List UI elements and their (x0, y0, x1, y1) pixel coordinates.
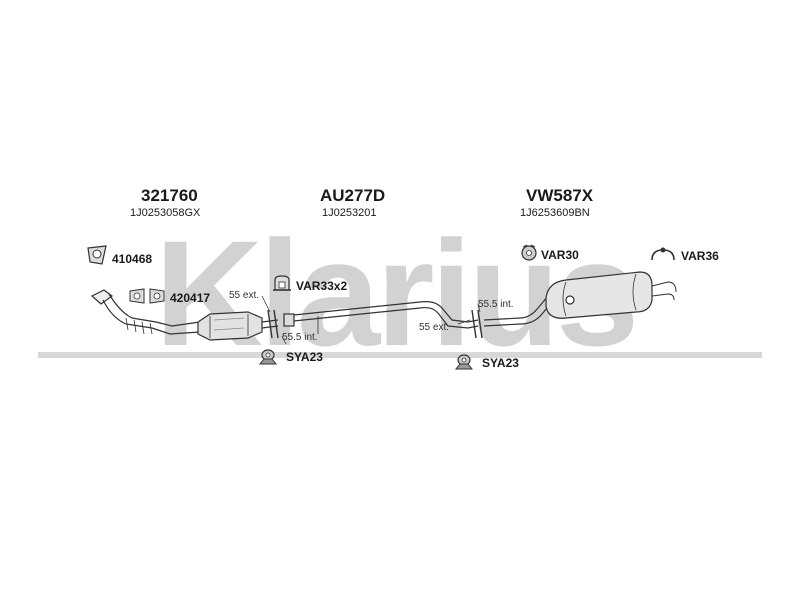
front-pipe-drawing (90, 289, 201, 335)
section-2-part-number: AU277D (320, 186, 386, 205)
section-3-oem-number: 1J6253609BN (520, 207, 590, 219)
dimension-front-int: 55.5 int. (282, 332, 318, 343)
accessory-410468-label: 410468 (112, 252, 153, 266)
rear-silencer-drawing (483, 271, 677, 327)
section-1-part-number: 321760 (141, 186, 198, 205)
accessory-var33x2-label: VAR33x2 (296, 279, 348, 293)
hanger-icon (521, 244, 537, 261)
dimension-rear-int: 55.5 int. (478, 299, 514, 310)
dimension-front-ext: 55 ext. (229, 290, 260, 301)
clamp-icon (273, 275, 291, 291)
flange-gasket-pair-icon (129, 288, 165, 304)
rubber-mount-icon (454, 354, 474, 370)
accessory-420417-label: 420417 (170, 291, 211, 305)
middle-pipe-drawing (283, 301, 469, 334)
section-1-oem-number: 1J0253058GX (130, 207, 201, 219)
accessory-var30-label: VAR30 (541, 248, 579, 262)
accessory-var36-label: VAR36 (681, 249, 719, 263)
gasket-icon (87, 245, 107, 265)
catalytic-converter-drawing (197, 311, 263, 341)
hook-icon (651, 247, 675, 261)
dimension-rear-ext: 55 ext. (419, 322, 450, 333)
accessory-sya23-front-label: SYA23 (286, 350, 323, 364)
section-3-part-number: VW587X (526, 186, 594, 205)
section-2-oem-number: 1J0253201 (322, 207, 377, 219)
accessory-sya23-rear-label: SYA23 (482, 356, 519, 370)
rubber-mount-icon (258, 349, 278, 365)
